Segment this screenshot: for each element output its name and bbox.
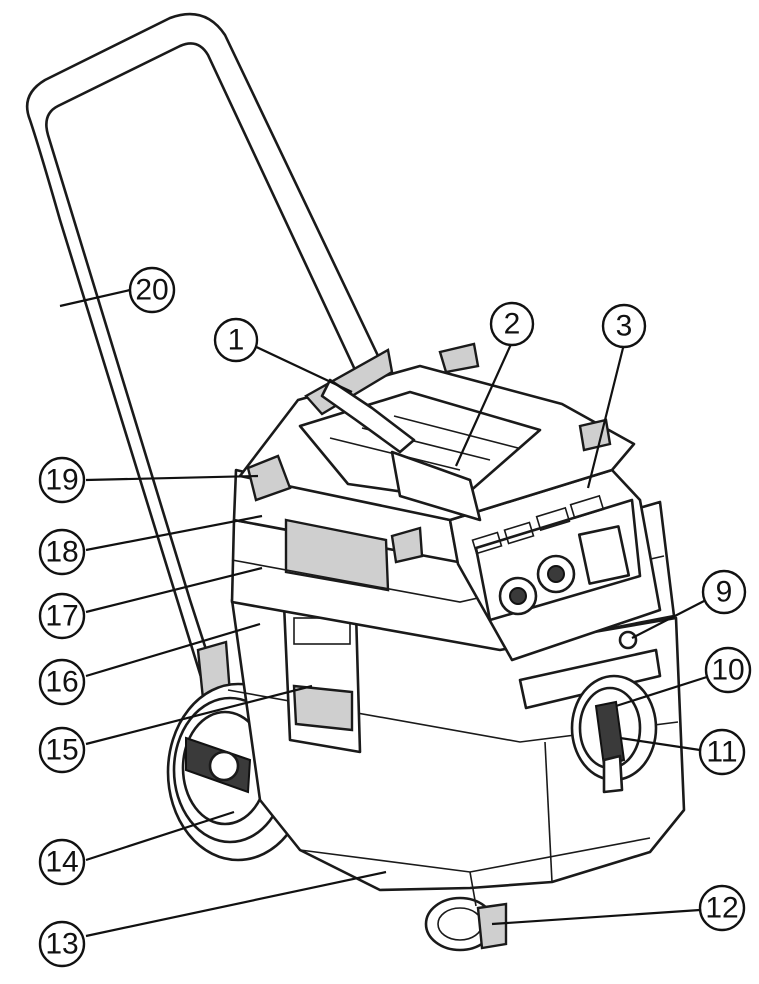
callout-18: 18 — [38, 528, 86, 576]
callout-label: 2 — [504, 308, 521, 341]
callout-3: 3 — [601, 303, 647, 349]
callout-16: 16 — [38, 658, 86, 706]
callout-label: 14 — [45, 846, 78, 879]
leader-12 — [491, 908, 701, 926]
hose-connector — [570, 674, 658, 794]
callout-12: 12 — [698, 884, 746, 932]
callout-17: 17 — [38, 592, 86, 640]
callout-label: 3 — [616, 310, 633, 343]
callout-label: 13 — [45, 928, 78, 961]
leader-2 — [454, 341, 514, 467]
callout-label: 20 — [135, 274, 168, 307]
callout-9: 9 — [701, 569, 747, 615]
leader-9 — [631, 599, 707, 639]
callout-19: 19 — [38, 456, 86, 504]
callout-label: 18 — [45, 536, 78, 569]
leader-10 — [615, 674, 711, 708]
callout-1: 1 — [213, 317, 259, 363]
callout-20: 20 — [128, 266, 176, 314]
top-lid — [238, 342, 636, 564]
leader-14 — [85, 810, 235, 862]
leader-17 — [85, 566, 263, 614]
control-panel — [448, 468, 662, 710]
callout-label: 11 — [706, 736, 737, 769]
leader-lines — [59, 288, 711, 938]
leader-18 — [85, 514, 263, 552]
callout-label: 9 — [716, 576, 733, 609]
callout-label: 17 — [45, 600, 78, 633]
callout-14: 14 — [38, 838, 86, 886]
container-latch — [282, 602, 362, 754]
callouts: 1 2 3 9 10 11 12 13 — [38, 266, 752, 968]
leader-19 — [85, 474, 259, 482]
leader-13 — [85, 870, 387, 938]
callout-label: 16 — [45, 666, 78, 699]
callout-10: 10 — [704, 646, 752, 694]
leader-20 — [59, 288, 131, 308]
leader-15 — [85, 684, 313, 746]
callout-label: 1 — [228, 324, 245, 357]
callout-label: 15 — [45, 734, 78, 767]
callout-13: 13 — [38, 920, 86, 968]
leader-16 — [85, 622, 261, 678]
callout-label: 12 — [705, 892, 738, 925]
callout-label: 19 — [45, 464, 78, 497]
leader-3 — [586, 343, 626, 489]
callout-11: 11 — [698, 728, 746, 776]
leader-11 — [619, 736, 701, 752]
callout-15: 15 — [38, 726, 86, 774]
leader-1 — [249, 343, 353, 393]
callout-2: 2 — [489, 301, 535, 347]
callout-label: 10 — [711, 654, 744, 687]
